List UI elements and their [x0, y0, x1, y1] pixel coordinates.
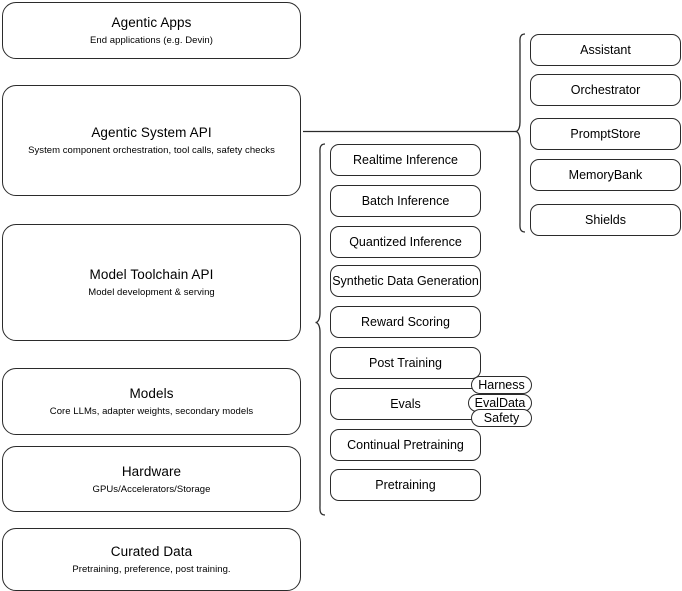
evals-badge-harness[interactable]: Harness — [471, 376, 532, 394]
system-item-memorybank[interactable]: MemoryBank — [530, 159, 681, 191]
item-label: Synthetic Data Generation — [332, 273, 479, 288]
layer-title: Agentic System API — [91, 125, 212, 140]
layer-subtitle: Core LLMs, adapter weights, secondary mo… — [49, 406, 254, 417]
layer-title: Agentic Apps — [111, 15, 192, 30]
layer-subtitle: End applications (e.g. Devin) — [90, 35, 213, 46]
layer-model-toolchain-api[interactable]: Model Toolchain API Model development & … — [2, 224, 301, 341]
item-label: Continual Pretraining — [347, 437, 464, 452]
layer-subtitle: System component orchestration, tool cal… — [28, 145, 275, 156]
middle-brace — [315, 143, 326, 516]
layer-subtitle: Model development & serving — [88, 287, 215, 298]
system-item-promptstore[interactable]: PromptStore — [530, 118, 681, 150]
toolchain-item-post-training[interactable]: Post Training — [330, 347, 481, 379]
evals-badge-safety[interactable]: Safety — [471, 409, 532, 427]
item-label: Reward Scoring — [361, 314, 450, 329]
item-label: PromptStore — [570, 126, 641, 141]
item-label: Post Training — [369, 355, 442, 370]
toolchain-item-reward-scoring[interactable]: Reward Scoring — [330, 306, 481, 338]
toolchain-item-pretraining[interactable]: Pretraining — [330, 469, 481, 501]
layer-title: Model Toolchain API — [89, 267, 214, 282]
layer-agentic-apps[interactable]: Agentic Apps End applications (e.g. Devi… — [2, 2, 301, 59]
item-label: Orchestrator — [570, 82, 641, 97]
toolchain-item-evals[interactable]: Evals — [330, 388, 481, 420]
layer-hardware[interactable]: Hardware GPUs/Accelerators/Storage — [2, 446, 301, 512]
item-label: Shields — [585, 212, 626, 227]
toolchain-item-realtime-inference[interactable]: Realtime Inference — [330, 144, 481, 176]
item-label: Quantized Inference — [349, 234, 462, 249]
badge-label: Harness — [478, 378, 525, 392]
badge-label: EvalData — [474, 396, 526, 410]
layer-title: Hardware — [121, 463, 182, 479]
layer-models[interactable]: Models Core LLMs, adapter weights, secon… — [2, 368, 301, 435]
toolchain-item-batch-inference[interactable]: Batch Inference — [330, 185, 481, 217]
badge-label: Safety — [483, 411, 520, 425]
layer-title: Models — [129, 386, 174, 401]
right-brace — [515, 33, 526, 233]
item-label: Realtime Inference — [353, 152, 458, 167]
system-item-assistant[interactable]: Assistant — [530, 34, 681, 66]
layer-subtitle: GPUs/Accelerators/Storage — [92, 483, 211, 495]
system-item-shields[interactable]: Shields — [530, 204, 681, 236]
toolchain-item-quantized-inference[interactable]: Quantized Inference — [330, 226, 481, 258]
item-label: Batch Inference — [361, 193, 450, 208]
toolchain-item-synthetic-data-generation[interactable]: Synthetic Data Generation — [330, 265, 481, 297]
item-label: Evals — [390, 396, 421, 411]
toolchain-item-continual-pretraining[interactable]: Continual Pretraining — [330, 429, 481, 461]
layer-curated-data[interactable]: Curated Data Pretraining, preference, po… — [2, 528, 301, 591]
layer-subtitle: Pretraining, preference, post training. — [72, 564, 231, 575]
system-item-orchestrator[interactable]: Orchestrator — [530, 74, 681, 106]
item-label: MemoryBank — [568, 167, 643, 182]
layer-title: Curated Data — [110, 544, 193, 559]
layer-agentic-system-api[interactable]: Agentic System API System component orch… — [2, 85, 301, 196]
item-label: Assistant — [580, 42, 631, 57]
item-label: Pretraining — [375, 477, 436, 492]
